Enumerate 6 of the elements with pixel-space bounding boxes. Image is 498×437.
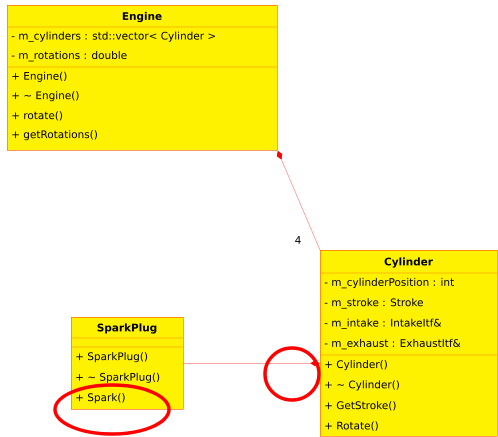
class-box: Engine - m_cylinders : std::vector< Cylinder > - m_rotations : double + Engine() + ~ Engine() + rotate() + getRotations() xyxy=(6,5,278,151)
composition-line xyxy=(183,360,320,366)
class-box: Cylinder - m_cylinderPosition : int - m_stroke : Stroke - m_intake : IntakeItf& - m_exhaust : ExhaustItf& + Cylinder() + ~ Cylinder() + GetStroke() + Rotate() xyxy=(320,250,498,437)
multiplicity-label: 4 xyxy=(294,235,302,245)
class-box: SparkPlug + SparkPlug() + ~ SparkPlug() + Spark() xyxy=(70,317,184,410)
composition-line xyxy=(276,150,320,250)
